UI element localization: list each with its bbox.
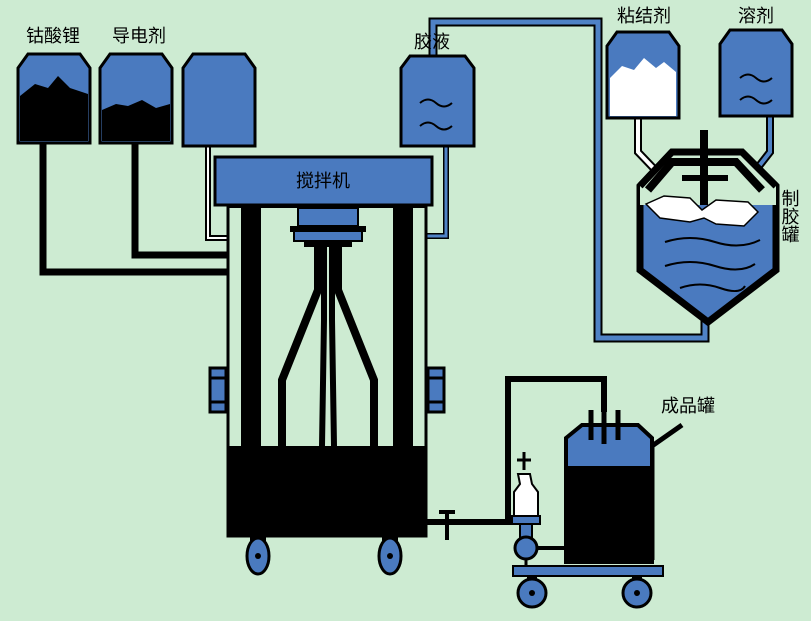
mixer-pillar-left (241, 206, 261, 446)
pipe-mixer-to-product-tank (426, 376, 607, 525)
mixer-clamp-left (208, 366, 228, 414)
product-tank (564, 410, 654, 564)
mixer-head (213, 155, 434, 207)
glue-liquid-tank (399, 54, 476, 148)
label-glue-liquid: 胶液 (414, 32, 450, 53)
label-cobalt-acid-lithium: 钴酸锂 (26, 26, 80, 47)
label-mixer: 搅拌机 (296, 171, 350, 192)
binder-solids (644, 195, 760, 227)
transfer-pump (511, 452, 566, 566)
label-conductive-agent: 导电剂 (112, 26, 166, 47)
label-glue-making-tank: 制胶罐 (779, 189, 800, 243)
solvent-hopper (718, 28, 794, 118)
mixer (208, 155, 455, 576)
cart-deck (512, 565, 664, 577)
cart-wheel-right (621, 576, 653, 609)
cart-wheel-left (516, 576, 548, 609)
label-solvent: 溶剂 (738, 6, 774, 27)
mixer-slurry (228, 446, 426, 536)
mixer-wheel-left (245, 536, 271, 576)
pipe-conductive-to-mixer (131, 142, 228, 259)
product-tank-cart (511, 410, 684, 609)
mixer-wheel-right (377, 536, 403, 576)
hopper-conductive (98, 52, 174, 145)
mixer-clamp-right (426, 366, 446, 414)
binder-hopper (605, 30, 681, 120)
mixer-shaft-left (278, 247, 322, 446)
mixer-shaft-right (334, 247, 378, 446)
pipe-cobalt-to-mixer (39, 142, 228, 276)
mixer-pillar-right (393, 206, 413, 446)
glue-making-tank (636, 130, 780, 327)
label-product-tank: 成品罐 (661, 396, 715, 417)
glue-tank-agitator-blade (644, 158, 765, 193)
label-binder: 粘结剂 (617, 6, 671, 27)
mixer-outlet-valve (439, 510, 455, 540)
hopper-empty (181, 52, 257, 148)
hopper-cobalt (16, 52, 92, 145)
